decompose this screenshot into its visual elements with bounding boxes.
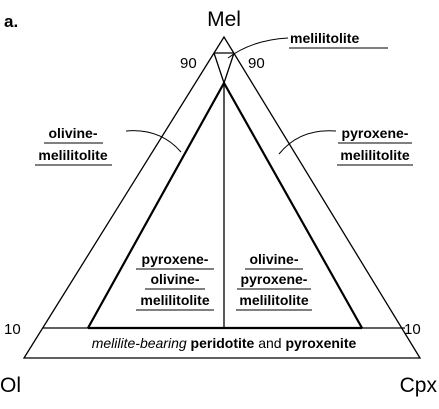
tick-90-right: 90 [248,55,265,72]
field-label-pyroxene-melilitolite-2: melilitolite [340,147,409,163]
boundary-right-apex [223,52,235,84]
boundary-left-apex [213,52,225,84]
field-label-pyx-ol-mel-3: melilitolite [140,292,209,308]
field-label-olivine-melilitolite-1: olivine- [48,125,97,141]
tick-90-left: 90 [180,55,197,72]
apex-label-ol: Ol [0,374,21,397]
apex-label-mel: Mel [207,8,241,31]
inner-triangle-sides [87,80,363,329]
bottom-prefix: melilite-bearing [92,335,191,351]
panel-label: a. [4,12,18,31]
field-label-pyx-ol-mel-1: pyroxene- [142,251,209,267]
field-label-pyx-ol-mel-2: olivine- [150,271,199,287]
outer-triangle [22,35,422,359]
tick-10-left: 10 [4,321,21,338]
field-label-melilitolite: melilitolite [290,30,359,46]
bottom-joiner: and [254,335,285,351]
leader-olivine-melilitolite [125,130,182,153]
field-label-ol-pyx-mel-2: pyroxene- [241,271,308,287]
tick-10-right: 10 [404,321,421,338]
field-label-ol-pyx-mel-3: melilitolite [239,292,308,308]
bottom-part1: peridotite [191,335,255,351]
apex-label-cpx: Cpx [400,374,438,397]
field-label-ol-pyx-mel-1: olivine- [249,251,298,267]
leader-melilitolite [227,37,289,59]
field-label-olivine-melilitolite-2: melilitolite [38,147,107,163]
field-label-pyroxene-melilitolite-1: pyroxene- [342,125,409,141]
field-label-bottom: melilite-bearing peridotite and pyroxeni… [92,335,357,351]
leader-pyroxene-melilitolite [278,130,337,155]
bottom-part2: pyroxenite [285,335,356,351]
